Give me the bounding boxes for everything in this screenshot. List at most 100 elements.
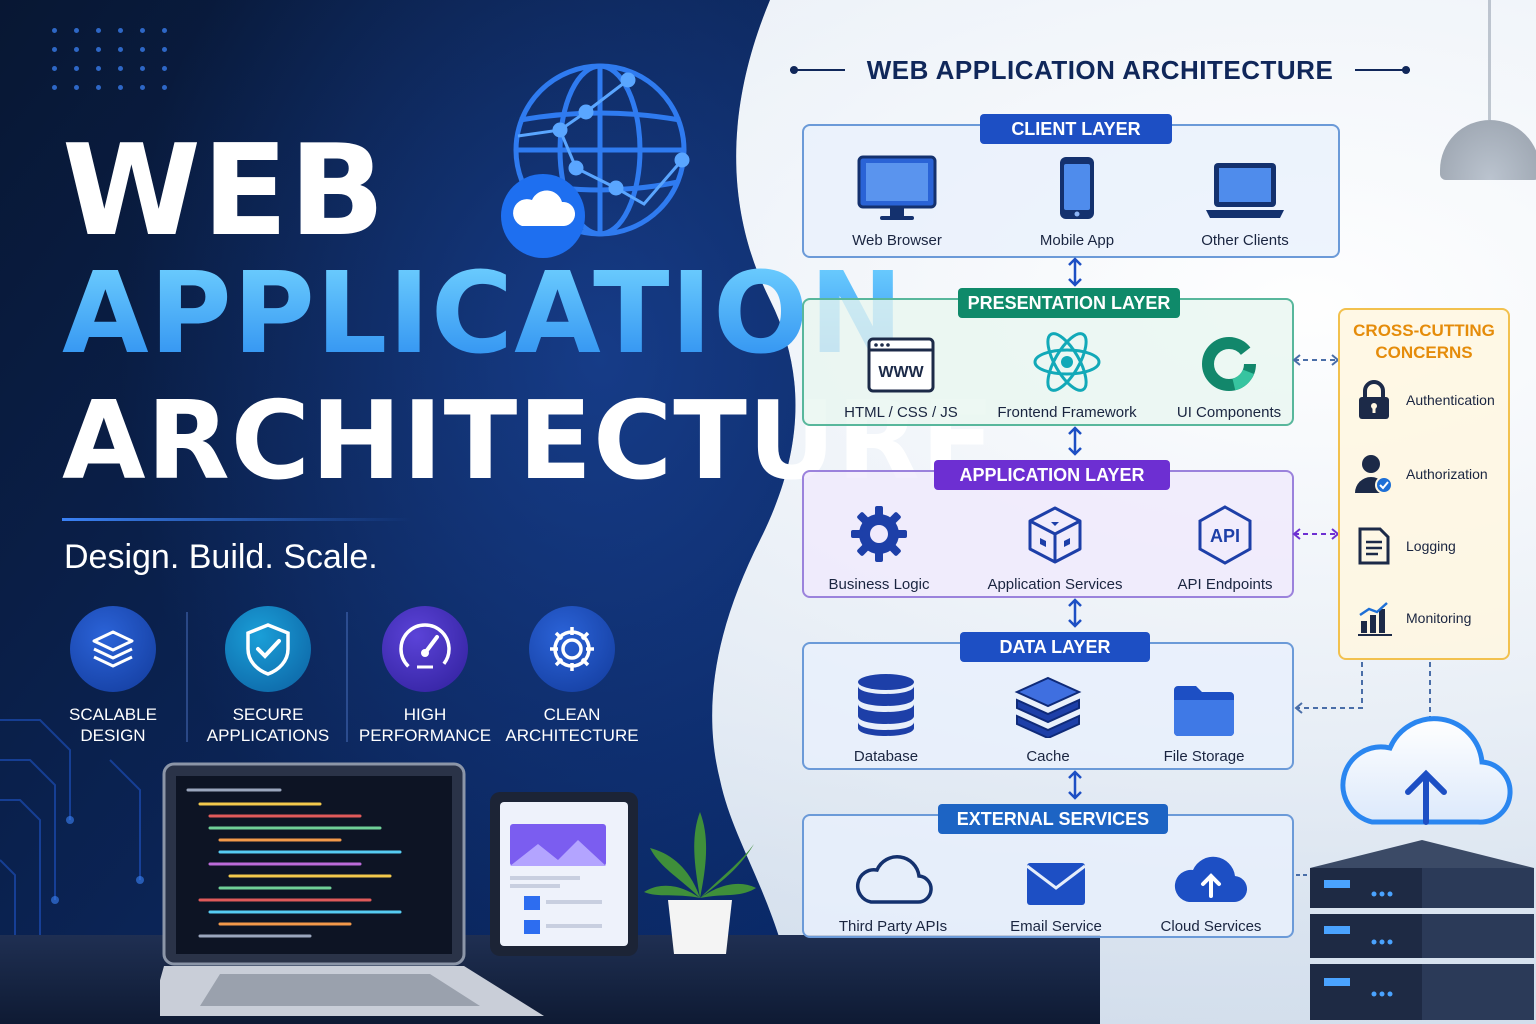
monitor-icon — [812, 150, 982, 222]
feature-label: CLEAN ARCHITECTURE — [505, 705, 639, 745]
globe-network-icon — [501, 63, 690, 258]
external-item-cloud-services: Cloud Services — [1126, 836, 1296, 935]
folder-icon — [1119, 666, 1289, 738]
pendant-lamp-cord — [1488, 0, 1491, 120]
donut-icon — [1144, 322, 1314, 394]
dashed-connector — [1292, 528, 1340, 540]
client-item-other-clients: Other Clients — [1160, 150, 1330, 249]
client-layer: CLIENT LAYER Web Browser Mobile App Othe… — [802, 114, 1340, 258]
layers-icon — [70, 606, 156, 692]
data-layer-tag: DATA LAYER — [960, 632, 1150, 662]
item-label: Other Clients — [1201, 232, 1289, 249]
dashed-connector — [1292, 354, 1340, 366]
application-item-api-endpoints: API API Endpoints — [1140, 494, 1310, 593]
item-label: Third Party APIs — [838, 918, 948, 935]
concern-authentication: Authentication — [1354, 380, 1495, 420]
stacked-layers-icon — [963, 666, 1133, 738]
external-services-tag: EXTERNAL SERVICES — [938, 804, 1168, 834]
hero-divider — [62, 518, 412, 521]
concern-label: Authentication — [1406, 392, 1495, 408]
item-label: Business Logic — [828, 576, 930, 593]
user-check-icon — [1354, 454, 1394, 494]
application-layer: APPLICATION LAYER Business Logic Applica… — [802, 460, 1294, 598]
concern-logging: Logging — [1354, 526, 1456, 566]
padlock-icon — [1354, 380, 1394, 420]
external-item-email-service: Email Service — [971, 836, 1141, 935]
presentation-item-frontend-framework: Frontend Framework — [982, 322, 1152, 421]
decorative-dot-grid — [52, 28, 184, 90]
bar-chart-icon — [1354, 598, 1394, 638]
concern-label: Authorization — [1406, 466, 1488, 482]
feature-list: SCALABLE DESIGN SECURE APPLICATIONS HIGH… — [60, 606, 680, 756]
cloud-upload-icon — [1126, 836, 1296, 908]
feature-clean-architecture: CLEAN ARCHITECTURE — [497, 606, 647, 746]
diagram-title: WEB APPLICATION ARCHITECTURE — [790, 52, 1411, 88]
server-stack-illustration — [1310, 840, 1534, 1020]
cross-cutting-title: CROSS-CUTTING CONCERNS — [1353, 321, 1495, 362]
tablet-illustration — [490, 792, 638, 956]
item-label: Web Browser — [852, 232, 942, 249]
feature-divider — [346, 612, 348, 742]
hero-panel: WEB APPLICATION ARCHITECTURE Design. Bui… — [0, 0, 1100, 1024]
item-label: Database — [853, 748, 919, 765]
presentation-layer: PRESENTATION LAYER WWW HTML / CSS / JS F… — [802, 288, 1294, 426]
application-layer-tag: APPLICATION LAYER — [934, 460, 1170, 490]
gear-icon — [529, 606, 615, 692]
database-icon — [801, 666, 971, 738]
feature-label: HIGH PERFORMANCE — [358, 705, 492, 745]
external-services-layer: EXTERNAL SERVICES Third Party APIs Email… — [802, 804, 1296, 938]
item-label: UI Components — [1176, 404, 1282, 421]
bidirectional-arrow-icon — [1068, 426, 1082, 456]
application-item-business-logic: Business Logic — [794, 494, 964, 593]
presentation-item-html-css-js: WWW HTML / CSS / JS — [816, 322, 986, 421]
feature-label: SCALABLE DESIGN — [69, 705, 157, 745]
laptop-illustration — [160, 762, 544, 1016]
cloud-outline-icon — [808, 836, 978, 908]
item-label: Mobile App — [1039, 232, 1115, 249]
bidirectional-arrow-icon — [1068, 770, 1082, 800]
diagram-title-text: WEB APPLICATION ARCHITECTURE — [866, 54, 1334, 85]
concern-authorization: Authorization — [1354, 454, 1488, 494]
concern-monitoring: Monitoring — [1354, 598, 1471, 638]
item-label: Frontend Framework — [997, 404, 1137, 421]
item-label: Email Service — [1010, 918, 1102, 935]
dashed-connector — [1296, 874, 1312, 876]
document-icon — [1354, 526, 1394, 566]
svg-text:WWW: WWW — [878, 364, 924, 381]
external-item-third-party-apis: Third Party APIs — [808, 836, 978, 935]
hero-title-line-1: WEB — [62, 117, 387, 264]
hero-tagline: Design. Build. Scale. — [64, 538, 378, 576]
data-item-file-storage: File Storage — [1119, 666, 1289, 765]
client-item-mobile-app: Mobile App — [992, 150, 1162, 249]
client-item-web-browser: Web Browser — [812, 150, 982, 249]
feature-scalable-design: SCALABLE DESIGN — [38, 606, 188, 746]
client-layer-tag: CLIENT LAYER — [980, 114, 1172, 144]
speedometer-icon — [382, 606, 468, 692]
dashed-connector — [1294, 662, 1363, 714]
item-label: Cloud Services — [1160, 918, 1262, 935]
shield-check-icon — [225, 606, 311, 692]
application-item-application-services: Application Services — [970, 494, 1140, 593]
cloud-upload-illustration — [1340, 716, 1513, 825]
item-label: API Endpoints — [1177, 576, 1273, 593]
feature-divider — [186, 612, 188, 742]
presentation-item-ui-components: UI Components — [1144, 322, 1314, 421]
envelope-icon — [971, 836, 1141, 908]
api-badge-text: API — [1210, 526, 1240, 546]
feature-secure-applications: SECURE APPLICATIONS — [193, 606, 343, 746]
www-window-icon: WWW — [816, 322, 986, 394]
presentation-layer-tag: PRESENTATION LAYER — [958, 288, 1180, 318]
feature-label: SECURE APPLICATIONS — [206, 705, 330, 745]
hero-title-line-2: APPLICATION — [62, 249, 905, 379]
item-label: HTML / CSS / JS — [844, 404, 958, 421]
react-atom-icon — [982, 322, 1152, 394]
api-hexagon-icon: API — [1140, 494, 1310, 566]
cube-icon — [970, 494, 1140, 566]
concern-label: Monitoring — [1406, 610, 1472, 626]
laptop-icon — [1160, 150, 1330, 222]
concern-label: Logging — [1406, 538, 1456, 554]
item-label: Application Services — [987, 576, 1123, 593]
gear-icon — [794, 494, 964, 566]
data-item-database: Database — [801, 666, 971, 765]
smartphone-icon — [992, 150, 1162, 222]
